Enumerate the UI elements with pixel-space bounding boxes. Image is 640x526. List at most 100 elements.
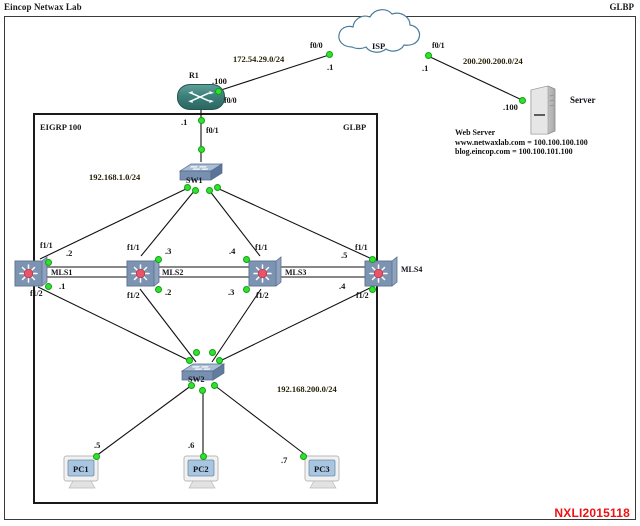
switch-mls1-label: MLS1 [51, 268, 73, 277]
link-dot-pc3 [300, 453, 307, 460]
pc-icon [183, 455, 219, 489]
wan-left-network-label: 172.54.29.0/24 [233, 54, 285, 64]
mls1-f11-interface-label: f1/1 [40, 241, 53, 250]
host-pc2[interactable] [182, 455, 224, 491]
link-dot-mls2-f11 [155, 256, 162, 263]
switch-sw2[interactable] [180, 361, 226, 383]
web-server-info-line2: blog.eincop.com = 100.100.101.100 [455, 147, 573, 156]
lan-core-network-label: 192.168.1.0/24 [89, 172, 141, 182]
link-dot-mls4-f11 [369, 256, 376, 263]
multilayer-switch-icon [248, 256, 282, 287]
mls1-f11-ip-label: .2 [66, 248, 73, 258]
mls3-f12-ip-label: .3 [228, 287, 235, 297]
switch-mls3-label: MLS3 [285, 268, 307, 277]
mls4-f12-interface-label: f1/2 [356, 291, 369, 300]
switch-sw2-label: SW2 [188, 375, 205, 384]
server-label: Server [570, 95, 596, 105]
link-dot-pc2 [200, 453, 207, 460]
mls1-f12-ip-label: .1 [59, 281, 66, 291]
host-pc3-label: PC3 [314, 464, 330, 474]
mls4-f11-ip-label: .5 [341, 250, 348, 260]
link-dot-mls3-f11 [243, 256, 250, 263]
r1-f00-ip-label: .100 [212, 76, 227, 86]
server-ip-label: .100 [503, 102, 518, 112]
link-dot-sw1-p1 [184, 184, 191, 191]
link-dot-sw2-up2 [193, 349, 200, 356]
mls1-f12-interface-label: f1/2 [30, 289, 43, 298]
web-server-info-line1: www.netwaxlab.com = 100.100.100.100 [455, 137, 588, 147]
link-dot-isp-f01 [425, 52, 432, 59]
link-dot-mls2-f12 [155, 286, 162, 293]
isp-f01-ip-label: .1 [422, 63, 429, 73]
mls3-f11-interface-label: f1/1 [255, 243, 268, 252]
mls3-f12-interface-label: f1/2 [256, 291, 269, 300]
link-dot-mls4-f12 [369, 286, 376, 293]
mls2-f12-ip-label: .2 [165, 287, 172, 297]
isp-f00-interface-label: f0/0 [310, 41, 323, 50]
router-arrows-icon [188, 91, 214, 103]
switch-mls2[interactable] [124, 255, 162, 289]
web-server-info: Web Server www.netwaxlab.com = 100.100.1… [455, 128, 588, 157]
mls3-f11-ip-label: .4 [229, 246, 236, 256]
link-dot-sw2-up1 [186, 357, 193, 364]
mls2-f12-interface-label: f1/2 [127, 291, 140, 300]
multilayer-switch-icon [126, 256, 160, 287]
wan-right-network-label: 200.200.200.0/24 [463, 56, 523, 66]
link-dot-sw1-uplink [198, 146, 205, 153]
pc3-ip-label: .7 [281, 455, 288, 465]
r1-f00-interface-label: f0/0 [224, 96, 237, 105]
link-dot-mls1-f12 [45, 283, 52, 290]
server-icon [530, 85, 556, 135]
pc-icon [63, 455, 99, 489]
host-pc1[interactable] [62, 455, 104, 491]
switch-mls1[interactable] [12, 255, 50, 289]
mls2-f11-interface-label: f1/1 [127, 243, 140, 252]
link-dot-sw1-p3 [206, 187, 213, 194]
link-dot-sw2-down3 [211, 382, 218, 389]
link-dot-r1-f01 [198, 117, 205, 124]
switch-sw1-label: SW1 [186, 176, 203, 185]
switch-mls2-label: MLS2 [162, 268, 184, 277]
watermark: NXLI2015118 [554, 506, 630, 520]
multilayer-switch-icon [14, 256, 48, 287]
pc2-ip-label: .6 [188, 440, 195, 450]
mls2-f11-ip-label: .3 [165, 246, 172, 256]
link-dot-isp-f00 [326, 51, 333, 58]
link-dot-sw2-up4 [216, 357, 223, 364]
switch-sw1[interactable] [178, 161, 224, 183]
multilayer-switch-icon [364, 256, 398, 287]
link-dot-sw1-p4 [214, 184, 221, 191]
host-pc3[interactable] [303, 455, 345, 491]
link-dot-server [519, 97, 526, 104]
link-dot-mls1-f11 [45, 259, 52, 266]
link-dot-sw2-down1 [188, 382, 195, 389]
diagram-inner-frame [33, 113, 378, 504]
host-pc1-label: PC1 [73, 464, 89, 474]
web-server-info-title: Web Server [455, 128, 496, 137]
page-title: Eincop Netwax Lab [4, 2, 82, 12]
switch-icon [178, 163, 224, 181]
isp-label: ISP [372, 41, 386, 51]
link-dot-sw1-p2 [192, 187, 199, 194]
switch-icon [180, 363, 226, 381]
switch-mls4[interactable] [362, 255, 400, 289]
isp-f00-ip-label: .1 [327, 62, 334, 72]
router-r1-label: R1 [189, 71, 199, 80]
switch-mls4-label: MLS4 [401, 265, 423, 274]
mls4-f12-ip-label: .4 [339, 281, 346, 291]
r1-f01-interface-label: f0/1 [206, 126, 219, 135]
r1-f01-ip-label: .1 [181, 117, 188, 127]
lan-access-network-label: 192.168.200.0/24 [277, 384, 337, 394]
isp-f01-interface-label: f0/1 [432, 41, 445, 50]
switch-mls3[interactable] [246, 255, 284, 289]
pc1-ip-label: .5 [94, 440, 101, 450]
server-device[interactable] [528, 84, 558, 136]
zone-label-glbp: GLBP [343, 122, 367, 132]
link-dot-pc1 [93, 453, 100, 460]
mls4-f11-interface-label: f1/1 [355, 243, 368, 252]
link-dot-mls3-f12 [243, 286, 250, 293]
link-dot-r1-f00 [215, 88, 222, 95]
pc-icon [304, 455, 340, 489]
link-dot-sw2-down2 [199, 387, 206, 394]
